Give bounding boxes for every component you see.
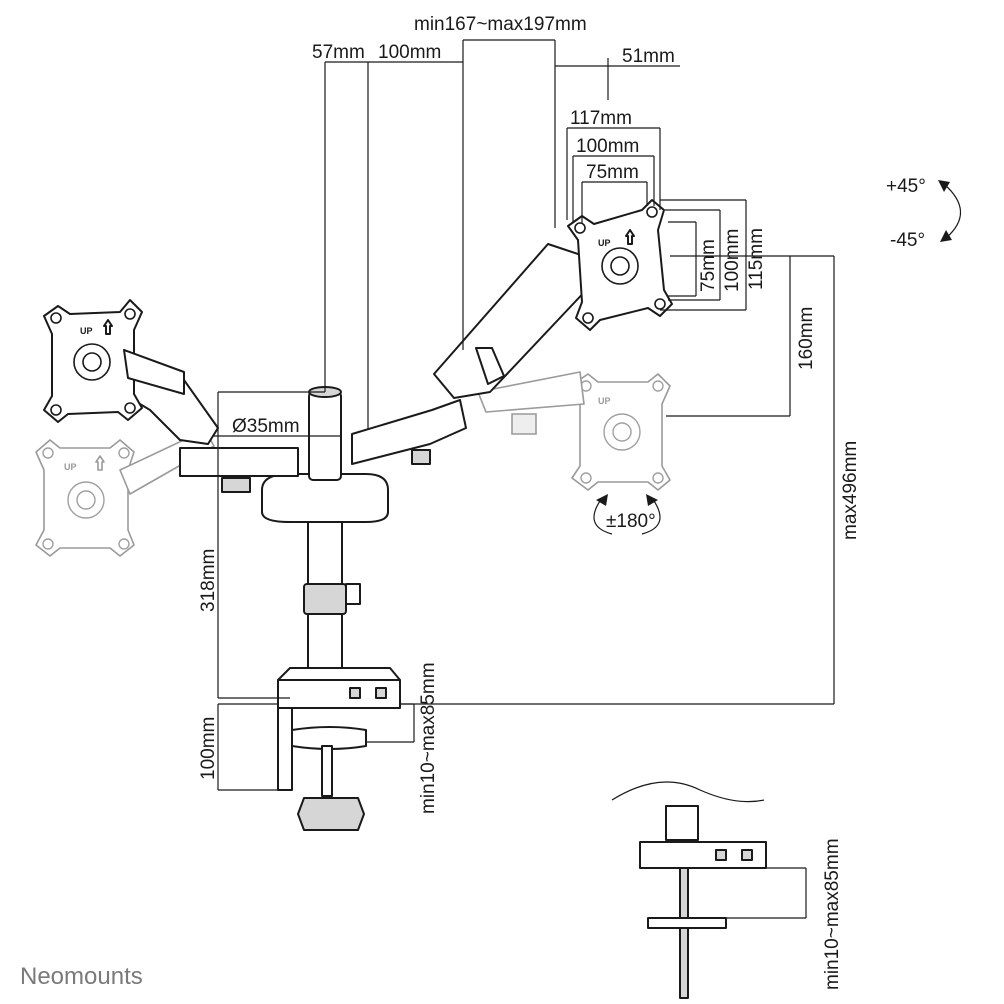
tilt-arrow	[938, 180, 962, 242]
max-height-label: max496mm	[840, 441, 861, 540]
ghost-left-arm	[119, 429, 215, 495]
pole-offset-label: 57mm	[312, 42, 365, 63]
vesa-v100-label: 100mm	[722, 229, 743, 292]
ghost-right-arm	[477, 371, 585, 413]
left-arm-inner	[179, 447, 299, 477]
right-vesa-plate: UP	[567, 199, 673, 331]
vesa-v75-label: 75mm	[698, 239, 719, 292]
desk-clamp	[277, 667, 401, 831]
height-adjust-label: 160mm	[796, 307, 817, 370]
ghost-right-plate-up-label: UP	[598, 396, 611, 406]
dimension-lines	[213, 39, 835, 919]
arm-segment-label: 100mm	[378, 42, 441, 63]
left-plate-up-label: UP	[80, 326, 93, 336]
tilt-up-label: +45°	[886, 176, 926, 197]
swivel-arrow	[593, 494, 661, 535]
pole-diameter-label: Ø35mm	[232, 416, 300, 437]
right-plate-up-label: UP	[598, 238, 611, 248]
vesa-75-label: 75mm	[586, 162, 639, 183]
vesa-outer-label: 117mm	[570, 108, 632, 129]
vesa-100-label: 100mm	[576, 136, 639, 157]
swivel-label: ±180°	[606, 511, 656, 532]
pole-height-label: 318mm	[198, 549, 219, 612]
brand-logo: Neomounts	[20, 963, 143, 990]
left-vesa-plate: UP	[43, 299, 185, 423]
clamp-detail-inset	[611, 781, 767, 999]
ghost-plate-up-label: UP	[64, 462, 77, 472]
central-hub	[261, 473, 389, 523]
vesa-v115-label: 115mm	[746, 228, 767, 290]
desk-thickness-detail-label: min10~max85mm	[822, 838, 843, 990]
head-offset-label: 51mm	[622, 46, 675, 67]
right-arm-inner	[351, 399, 467, 465]
ghost-left-lower-plate: UP	[35, 439, 135, 557]
pole-collar-knob	[345, 583, 361, 605]
ghost-right-arm-joint	[511, 413, 537, 435]
ghost-right-lower-plate: UP	[571, 373, 671, 491]
clamp-height-label: 100mm	[198, 717, 219, 780]
tilt-down-label: -45°	[890, 230, 925, 251]
desk-thickness-label: min10~max85mm	[418, 662, 439, 814]
arm-reach-label: min167~max197mm	[414, 14, 587, 35]
pole-collar	[303, 583, 347, 615]
